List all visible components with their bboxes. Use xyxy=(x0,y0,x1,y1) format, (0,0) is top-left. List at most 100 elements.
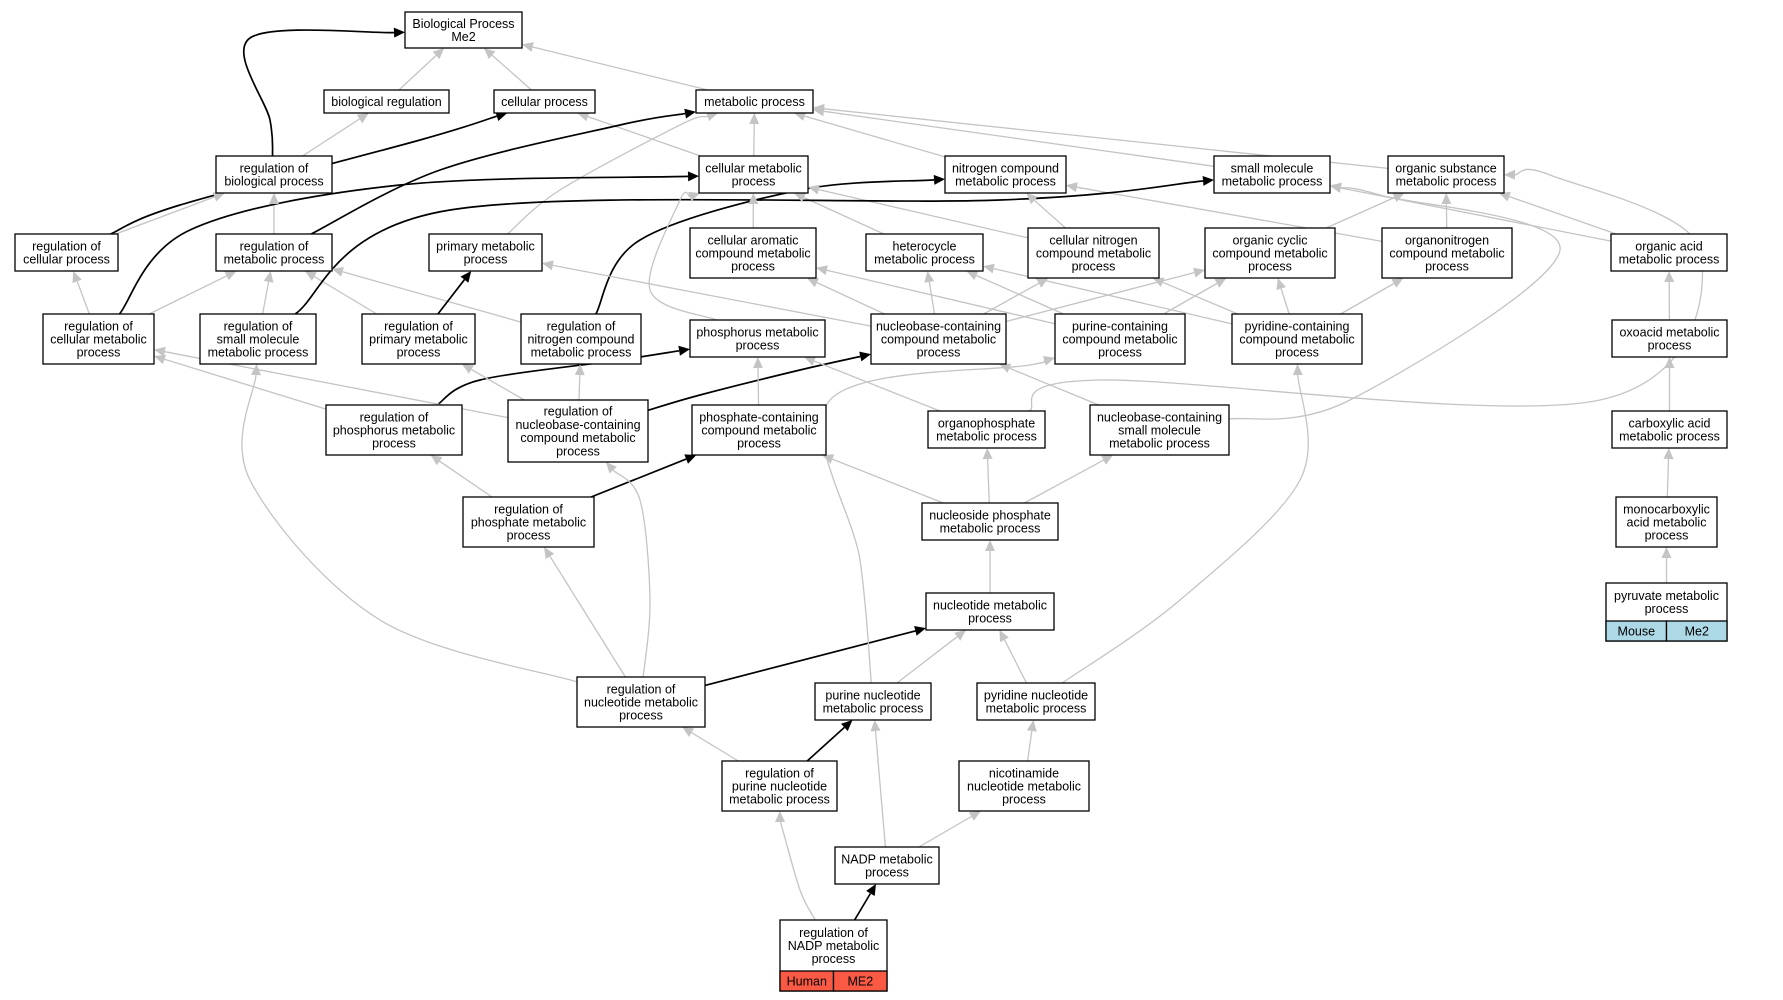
node-label-line: process xyxy=(865,866,909,880)
edge-metabolic_process-to-root xyxy=(532,46,708,91)
species-cell xyxy=(1665,620,1728,642)
node-label-line: regulation of xyxy=(64,319,133,333)
node-label-line: purine nucleotide xyxy=(732,780,827,794)
node-label-line: process xyxy=(1645,529,1689,543)
node-label-line: cellular metabolic xyxy=(705,161,802,175)
arrowhead-icon xyxy=(841,720,853,732)
node-label-line: phosphate metabolic xyxy=(471,516,586,530)
arrowhead-icon xyxy=(304,271,317,281)
arrowhead-icon xyxy=(154,346,166,357)
edge-purine_cmp-to-organic_cyclic_cmp xyxy=(1163,282,1218,315)
node-label-line: carboxylic acid xyxy=(1629,416,1711,430)
node-reg-nucleobase-cmp[interactable]: regulation ofnucleobase-containingcompou… xyxy=(507,399,649,463)
node-label-line: organonitrogen xyxy=(1405,233,1489,247)
arrowhead-icon xyxy=(1504,169,1515,180)
node-label-line: nucleotide metabolic xyxy=(967,780,1081,794)
node-label-line: organophosphate xyxy=(938,416,1035,430)
edge-reg_purine_nucleotide_mp-to-reg_nucleotide_mp xyxy=(691,732,739,762)
edge-reg_nucleotide_mp-to-reg_small_molecule_mp xyxy=(241,374,578,683)
arrowhead-icon xyxy=(542,260,554,271)
edge-purine_nucleotide_mp-to-nucleotide_mp xyxy=(896,636,958,684)
node-label-line: metabolic process xyxy=(940,522,1041,536)
node-label-line: phosphorus metabolic xyxy=(696,325,818,339)
species-label: Mouse xyxy=(1618,625,1656,639)
node-label-line: compound metabolic xyxy=(1212,247,1327,261)
arrowhead-icon xyxy=(356,113,369,124)
edge-cellular_nitrogen_cmp-to-nitrogen_compound_mp xyxy=(1033,199,1066,229)
node-label-line: process xyxy=(1002,793,1046,807)
edge-reg_nadp_mp-to-reg_purine_nucleotide_mp xyxy=(777,814,816,921)
node-label-line: process xyxy=(732,175,776,189)
edge-pyridine_cmp-to-organic_cyclic_cmp xyxy=(1280,288,1290,315)
node-cellular-process[interactable]: cellular process xyxy=(493,89,596,114)
node-biological-regulation[interactable]: biological regulation xyxy=(323,89,450,114)
arrowhead-icon xyxy=(1043,356,1055,366)
node-label-line: regulation of xyxy=(607,682,676,696)
arrowhead-icon xyxy=(1101,455,1114,465)
arrowhead-icon xyxy=(804,356,817,366)
node-label-line: process xyxy=(464,253,508,267)
arrowhead-icon xyxy=(430,455,443,466)
node-metabolic-process[interactable]: metabolic process xyxy=(695,89,814,114)
arrowhead-icon xyxy=(1276,278,1286,290)
edge-small_molecule_mp-to-metabolic_process xyxy=(823,110,1215,167)
arrowhead-icon xyxy=(999,630,1009,643)
edge-reg_small_molecule_mp-to-small_molecule_mp xyxy=(294,180,1204,315)
edge-reg_nitrogen_cmp-to-nitrogen_compound_mp xyxy=(595,179,935,315)
arrowhead-icon xyxy=(982,448,993,460)
node-label-line: metabolic process xyxy=(955,175,1056,189)
arrowhead-icon xyxy=(461,364,474,374)
edge-reg_nucleotide_mp-to-reg_phosphate_mp xyxy=(549,555,626,678)
node-label-line: regulation of xyxy=(745,766,814,780)
arrowhead-icon xyxy=(522,42,534,52)
node-label-line: process xyxy=(77,346,121,360)
node-label-line: nitrogen compound xyxy=(952,161,1059,175)
node-label-line: NADP metabolic xyxy=(788,939,879,953)
arrowhead-icon xyxy=(983,263,995,274)
node-label-line: metabolic process xyxy=(874,253,975,267)
node-label-line: biological process xyxy=(224,175,323,189)
